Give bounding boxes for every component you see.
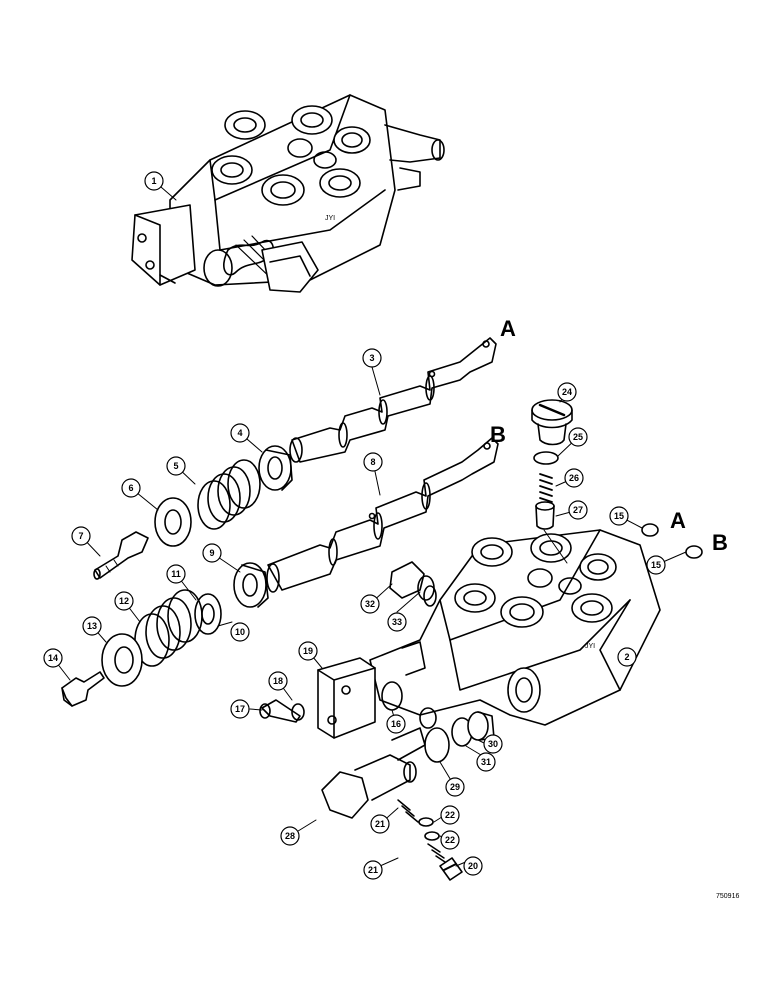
callout-21-lower: 21 (368, 865, 378, 875)
o-ring-25 (533, 451, 559, 465)
assembled-valve-body: JYI (131, 94, 445, 293)
reference-code: 750916 (716, 893, 739, 900)
callout-12: 12 (119, 596, 129, 606)
port-letter-b-spool: B (490, 422, 506, 447)
spool-a (289, 337, 497, 463)
callout-8: 8 (370, 457, 375, 467)
spring-21-upper (397, 799, 419, 823)
spool-b (266, 437, 499, 593)
callout-10: 10 (235, 627, 245, 637)
svg-text:JYI: JYI (325, 215, 335, 222)
callout-16: 16 (391, 719, 401, 729)
callout-31: 31 (481, 757, 491, 767)
port-letter-a-body: A (670, 508, 686, 533)
o-ring-33 (423, 585, 437, 607)
bolt-17 (259, 699, 301, 723)
washer-13 (101, 633, 143, 687)
callout-17: 17 (235, 704, 245, 714)
callout-19: 19 (303, 646, 313, 656)
callout-circles (43, 171, 666, 880)
callout-21-upper: 21 (375, 819, 385, 829)
o-ring-16-b (419, 707, 437, 729)
callout-22-upper: 22 (445, 810, 455, 820)
relief-valve-28 (321, 727, 426, 819)
o-ring-29 (424, 727, 450, 763)
callout-22-lower: 22 (445, 835, 455, 845)
callout-32: 32 (365, 599, 375, 609)
poppet-27 (535, 501, 555, 530)
plug-24 (531, 399, 573, 446)
cover-plate-19 (317, 657, 376, 739)
spring-12 (134, 589, 203, 667)
o-ring-15-a (641, 523, 659, 537)
callout-24: 24 (562, 387, 572, 397)
callout-33: 33 (392, 617, 402, 627)
callout-30: 30 (488, 739, 498, 749)
ball-22-lower (424, 831, 440, 841)
callout-15-b: 15 (651, 560, 661, 570)
callout-26: 26 (569, 473, 579, 483)
callout-15-a: 15 (614, 511, 624, 521)
callout-28: 28 (285, 831, 295, 841)
callout-5: 5 (173, 461, 178, 471)
callout-7: 7 (78, 531, 83, 541)
fitting-32 (389, 561, 435, 601)
callout-11: 11 (171, 569, 181, 579)
washer-18 (291, 703, 305, 721)
callout-2: 2 (624, 652, 629, 662)
washer-6 (154, 497, 192, 547)
ball-22-upper (418, 817, 434, 827)
callout-25: 25 (573, 432, 583, 442)
stud-7 (93, 531, 149, 580)
port-letter-a-spool: A (500, 316, 516, 341)
washer-9 (233, 562, 269, 608)
callout-9: 9 (209, 548, 214, 558)
svg-text:JYI: JYI (585, 643, 595, 650)
callout-6: 6 (128, 483, 133, 493)
spring-26 (539, 473, 553, 503)
washer-4 (258, 445, 293, 491)
callout-18: 18 (273, 676, 283, 686)
callout-29: 29 (450, 782, 460, 792)
callout-20: 20 (468, 861, 478, 871)
callout-13: 13 (87, 621, 97, 631)
port-letter-b-body: B (712, 530, 728, 555)
spring-5 (197, 459, 261, 530)
o-ring-15-b (685, 545, 703, 559)
valve-body-2: JYI (369, 529, 661, 726)
callout-14: 14 (48, 653, 58, 663)
adjusting-screw-20 (439, 857, 463, 881)
callout-4: 4 (237, 428, 242, 438)
callout-1: 1 (151, 176, 156, 186)
callout-27: 27 (573, 505, 583, 515)
callout-3: 3 (369, 353, 374, 363)
bolt-14 (61, 671, 105, 707)
